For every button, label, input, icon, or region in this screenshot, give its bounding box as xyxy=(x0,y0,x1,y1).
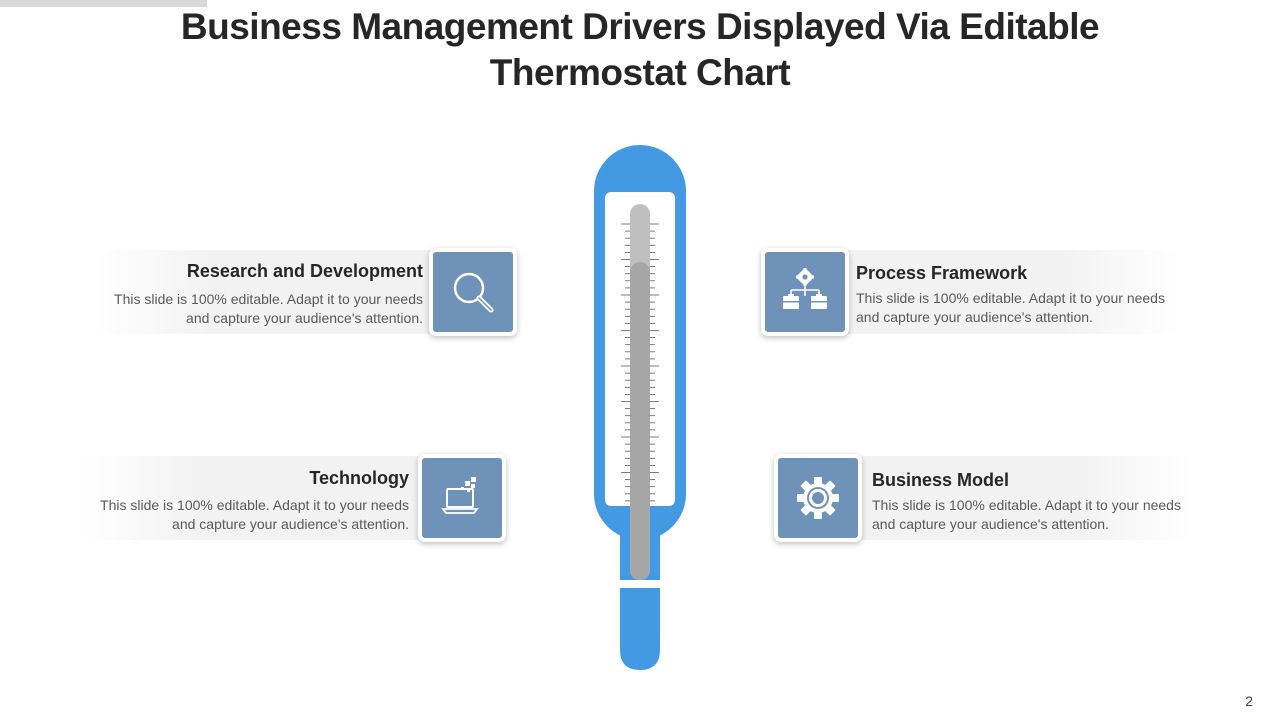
driver-description: This slide is 100% editable. Adapt it to… xyxy=(856,290,1165,325)
icon-tile xyxy=(774,454,862,542)
card-background xyxy=(854,456,1194,540)
driver-heading: Research and Development xyxy=(186,261,423,281)
icon-tile xyxy=(418,454,506,542)
driver-process-framework: Process Framework This slide is 100% edi… xyxy=(760,248,1190,340)
driver-description: This slide is 100% editable. Adapt it to… xyxy=(114,291,423,326)
laptop-icon xyxy=(441,477,479,514)
driver-business-model: Business Model This slide is 100% editab… xyxy=(774,454,1204,546)
thermometer-graphic xyxy=(594,145,686,670)
thermometer-tip xyxy=(620,588,660,670)
thermometer-stem-gap xyxy=(620,580,660,586)
driver-description: This slide is 100% editable. Adapt it to… xyxy=(100,497,409,532)
card-background xyxy=(82,456,422,540)
slide-title-line-2: Thermostat Chart xyxy=(489,52,791,93)
mercury-fill xyxy=(630,262,650,580)
gear-icon xyxy=(797,477,839,519)
driver-research-and-development: Research and Development This slide is 1… xyxy=(95,248,520,340)
icon-tile xyxy=(761,248,849,336)
org-chart-gear-icon xyxy=(783,267,827,309)
magnifier-icon xyxy=(453,272,494,313)
card-background xyxy=(95,250,435,334)
slide-title: Business Management Drivers Displayed Vi… xyxy=(100,4,1180,96)
top-accent-bar xyxy=(0,0,207,7)
icon-tile xyxy=(429,248,517,336)
page-number: 2 xyxy=(1245,693,1253,709)
slide-title-line-1: Business Management Drivers Displayed Vi… xyxy=(180,6,1100,47)
card-background xyxy=(840,250,1180,334)
driver-technology: Technology This slide is 100% editable. … xyxy=(82,454,507,546)
driver-heading: Technology xyxy=(309,468,409,488)
thermometer-ticks xyxy=(621,223,659,502)
driver-description: This slide is 100% editable. Adapt it to… xyxy=(872,497,1181,532)
driver-heading: Business Model xyxy=(872,470,1010,490)
driver-heading: Process Framework xyxy=(856,263,1028,283)
